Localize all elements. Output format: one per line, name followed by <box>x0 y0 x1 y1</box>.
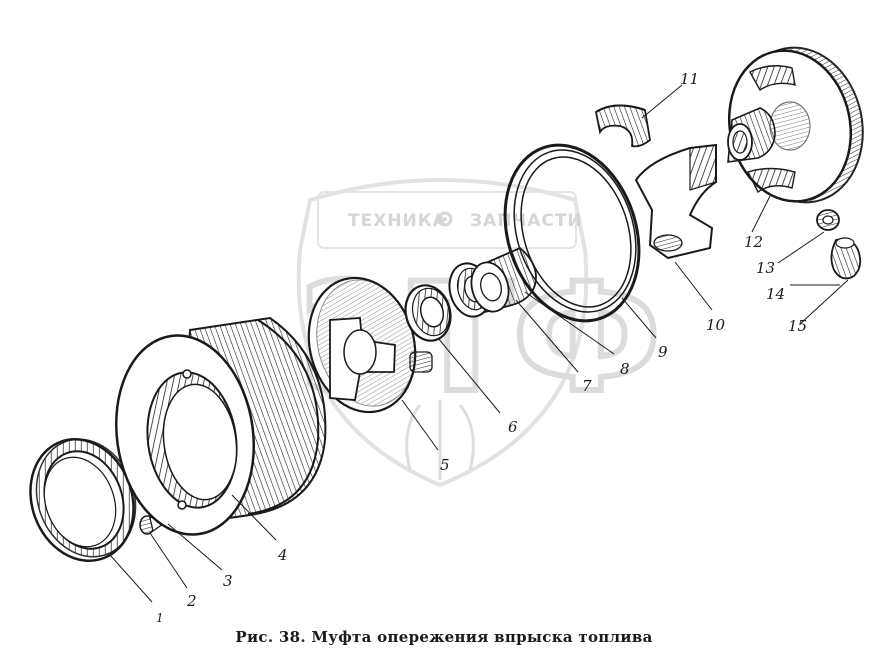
figure-caption: Рис. 38. Муфта опережения впрыска топлив… <box>235 628 653 646</box>
part-6-oil-seal <box>404 284 452 342</box>
callout-6: 6 <box>508 418 518 436</box>
part-10-flyweight <box>634 143 717 260</box>
callout-10: 10 <box>706 316 726 334</box>
callout-9: 9 <box>658 343 668 361</box>
callout-5: 5 <box>440 456 450 474</box>
callout-13: 13 <box>756 259 775 277</box>
gear-icon <box>437 211 453 227</box>
callout-2: 2 <box>186 592 197 610</box>
callout-4: 4 <box>277 546 288 564</box>
watermark-text-left: ТЕХНИКА <box>348 211 447 231</box>
callout-15: 15 <box>788 317 807 335</box>
leader-lines <box>109 84 849 603</box>
part-4-housing <box>114 316 327 536</box>
watermark-text-right: ЗАПЧАСТИ <box>470 211 583 231</box>
callout-11: 11 <box>680 70 699 88</box>
callout-3: 3 <box>223 572 233 590</box>
part-14-spring <box>830 237 862 280</box>
callout-12: 12 <box>744 233 763 251</box>
part-1-seal-ring <box>29 438 137 562</box>
part-8-roller-bearing <box>470 246 537 314</box>
callout-7: 7 <box>582 377 592 395</box>
part-5-hub <box>307 276 433 414</box>
part-9-ring <box>503 143 641 323</box>
part-13-ring <box>816 209 840 231</box>
part-12-flange <box>727 46 864 204</box>
callout-14: 14 <box>766 285 785 303</box>
callout-labels: 1 2 3 4 5 6 7 8 9 10 11 12 13 14 15 <box>156 70 807 625</box>
part-11-half-bushing <box>594 104 651 148</box>
callout-1: 1 <box>156 611 164 625</box>
callout-8: 8 <box>620 360 630 378</box>
